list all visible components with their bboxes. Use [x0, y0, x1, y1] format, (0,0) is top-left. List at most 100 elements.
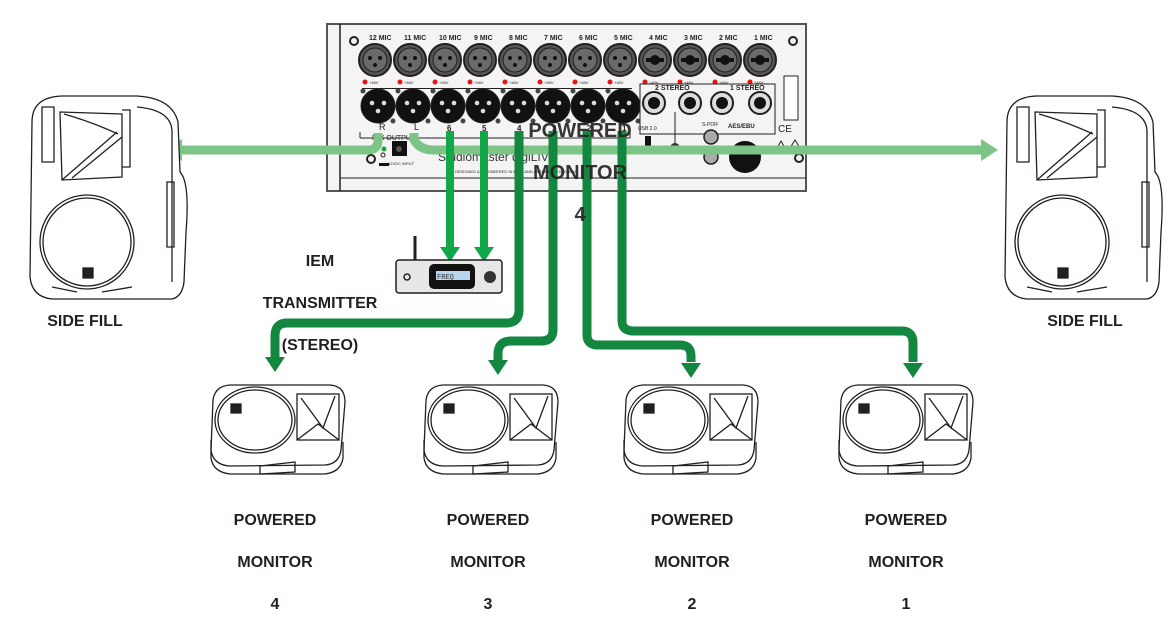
phantom-led — [677, 79, 683, 85]
monitor-label-line: MONITOR — [450, 554, 526, 571]
monitor-label-line: POWERED — [864, 512, 948, 529]
monitor-label-number: 2 — [687, 596, 697, 613]
monitor-cables — [270, 131, 918, 362]
phantom-label: +48V — [544, 80, 554, 85]
xlr-output-jack — [430, 88, 466, 124]
mix-output-r: R — [379, 122, 386, 132]
mic-input-label: 3 MIC — [684, 35, 703, 42]
overlay-label-line: MONITOR — [532, 162, 628, 184]
iem-cables — [446, 131, 488, 248]
mic-input-label: 6 MIC — [579, 35, 598, 42]
side-fill-right-label: SIDE FILL — [1047, 313, 1123, 330]
mic-input-jack — [358, 43, 392, 77]
mic-input-jack — [743, 43, 777, 77]
monitor-label-line: POWERED — [650, 512, 734, 529]
mic-input-jack — [428, 43, 462, 77]
phantom-label: +48V — [614, 80, 624, 85]
monitor-label-line: MONITOR — [868, 554, 944, 571]
phantom-led — [467, 79, 473, 85]
phantom-label: +48V — [509, 80, 519, 85]
iem-label-line-3: (STEREO) — [281, 337, 359, 354]
mic-input-label: 8 MIC — [509, 35, 528, 42]
side-fill-left-label: SIDE FILL — [47, 313, 123, 330]
aux-output-number: 3 — [552, 124, 557, 133]
iem-display-text: FREQ — [437, 274, 454, 282]
powered-monitor-2-icon — [623, 384, 759, 475]
monitor-1-arrowhead — [903, 363, 923, 378]
mic-input-label: 1 MIC — [754, 35, 773, 42]
phantom-led — [712, 79, 718, 85]
aux-output-number: 2 — [587, 124, 592, 133]
stereo-2-label: 2 STEREO — [655, 85, 690, 92]
phantom-led — [537, 79, 543, 85]
phantom-led — [642, 79, 648, 85]
mic-input-label: 5 MIC — [614, 35, 633, 42]
cable-output-4 — [270, 131, 524, 360]
monitor-label-line: POWERED — [233, 512, 317, 529]
phantom-led — [607, 79, 613, 85]
mic-input-jack — [533, 43, 567, 77]
xlr-output-jack — [360, 88, 396, 124]
powered-monitor-1-icon — [838, 384, 974, 475]
phantom-label: +48V — [404, 80, 414, 85]
mic-input-jack — [708, 43, 742, 77]
mic-input-jack — [463, 43, 497, 77]
aes-label: AES/EBU — [728, 124, 755, 130]
iem-label-line-2: TRANSMITTER — [262, 295, 378, 312]
mic-input-label: 12 MIC — [369, 35, 392, 42]
powered-monitor-3-label: POWERED MONITOR 3 — [418, 489, 558, 636]
powered-monitor-2-label: POWERED MONITOR 2 — [622, 489, 762, 636]
phantom-led — [502, 79, 508, 85]
monitor-label-number: 3 — [483, 596, 493, 613]
phantom-label: +48V — [649, 80, 659, 85]
aux-output-number: 1 — [622, 124, 627, 133]
phantom-label: +48V — [369, 80, 379, 85]
phantom-label: +48V — [579, 80, 589, 85]
cable-output-3 — [493, 131, 558, 362]
powered-monitor-4-label: POWERED MONITOR 4 — [205, 489, 345, 636]
usb-label: USB 2.0 — [638, 126, 657, 132]
monitor-3-arrowhead — [488, 360, 508, 375]
mic-input-label: 4 MIC — [649, 35, 668, 42]
phantom-label: +48V — [439, 80, 449, 85]
dc-input-label: 12VDC INPUT — [388, 161, 415, 166]
cable-output-1 — [617, 131, 918, 362]
mic-input-label: 10 MIC — [439, 35, 462, 42]
stereo-1-label: 1 STEREO — [730, 85, 765, 92]
phantom-led — [572, 79, 578, 85]
mic-input-jack — [498, 43, 532, 77]
mic-input-jack — [568, 43, 602, 77]
iem-arrowhead-6 — [440, 247, 460, 262]
phantom-label: +48V — [684, 80, 694, 85]
mix-output-l: L — [414, 122, 419, 132]
ce-mark: CE — [778, 124, 792, 135]
monitor-label-line: POWERED — [446, 512, 530, 529]
mic-input-label: 11 MIC — [404, 35, 426, 42]
phantom-led — [362, 79, 368, 85]
mix-output-label: MIX OUTPUT — [372, 135, 416, 142]
monitor-label-line: MONITOR — [237, 554, 313, 571]
side-fill-right-arrowhead — [981, 139, 998, 161]
powered-monitor-1-label: POWERED MONITOR 1 — [836, 489, 976, 636]
phantom-label: +48V — [754, 80, 764, 85]
monitor-4-arrowhead — [265, 357, 285, 372]
xlr-output-jack — [395, 88, 431, 124]
powered-monitor-3-icon — [423, 384, 559, 475]
iem-label-line-1: IEM — [305, 253, 335, 270]
overlay-label-number: 4 — [574, 204, 586, 226]
mic-inputs-row: 12 MIC +48V 11 MIC +48V 10 MIC +48V 9 MIC +48V 8… — [358, 35, 777, 85]
aux-output-number: 4 — [517, 124, 522, 133]
phantom-led — [397, 79, 403, 85]
monitor-2-arrowhead — [681, 363, 701, 378]
mic-input-label: 2 MIC — [719, 35, 738, 42]
mic-input-label: 7 MIC — [544, 35, 563, 42]
mic-input-jack — [638, 43, 672, 77]
xlr-output-jack — [465, 88, 501, 124]
phantom-label: +48V — [719, 80, 729, 85]
iem-transmitter-label: IEM TRANSMITTER (STEREO) — [250, 230, 390, 377]
mic-input-label: 9 MIC — [474, 35, 493, 42]
monitor-label-line: MONITOR — [654, 554, 730, 571]
side-fill-left-speaker-icon — [29, 95, 188, 300]
